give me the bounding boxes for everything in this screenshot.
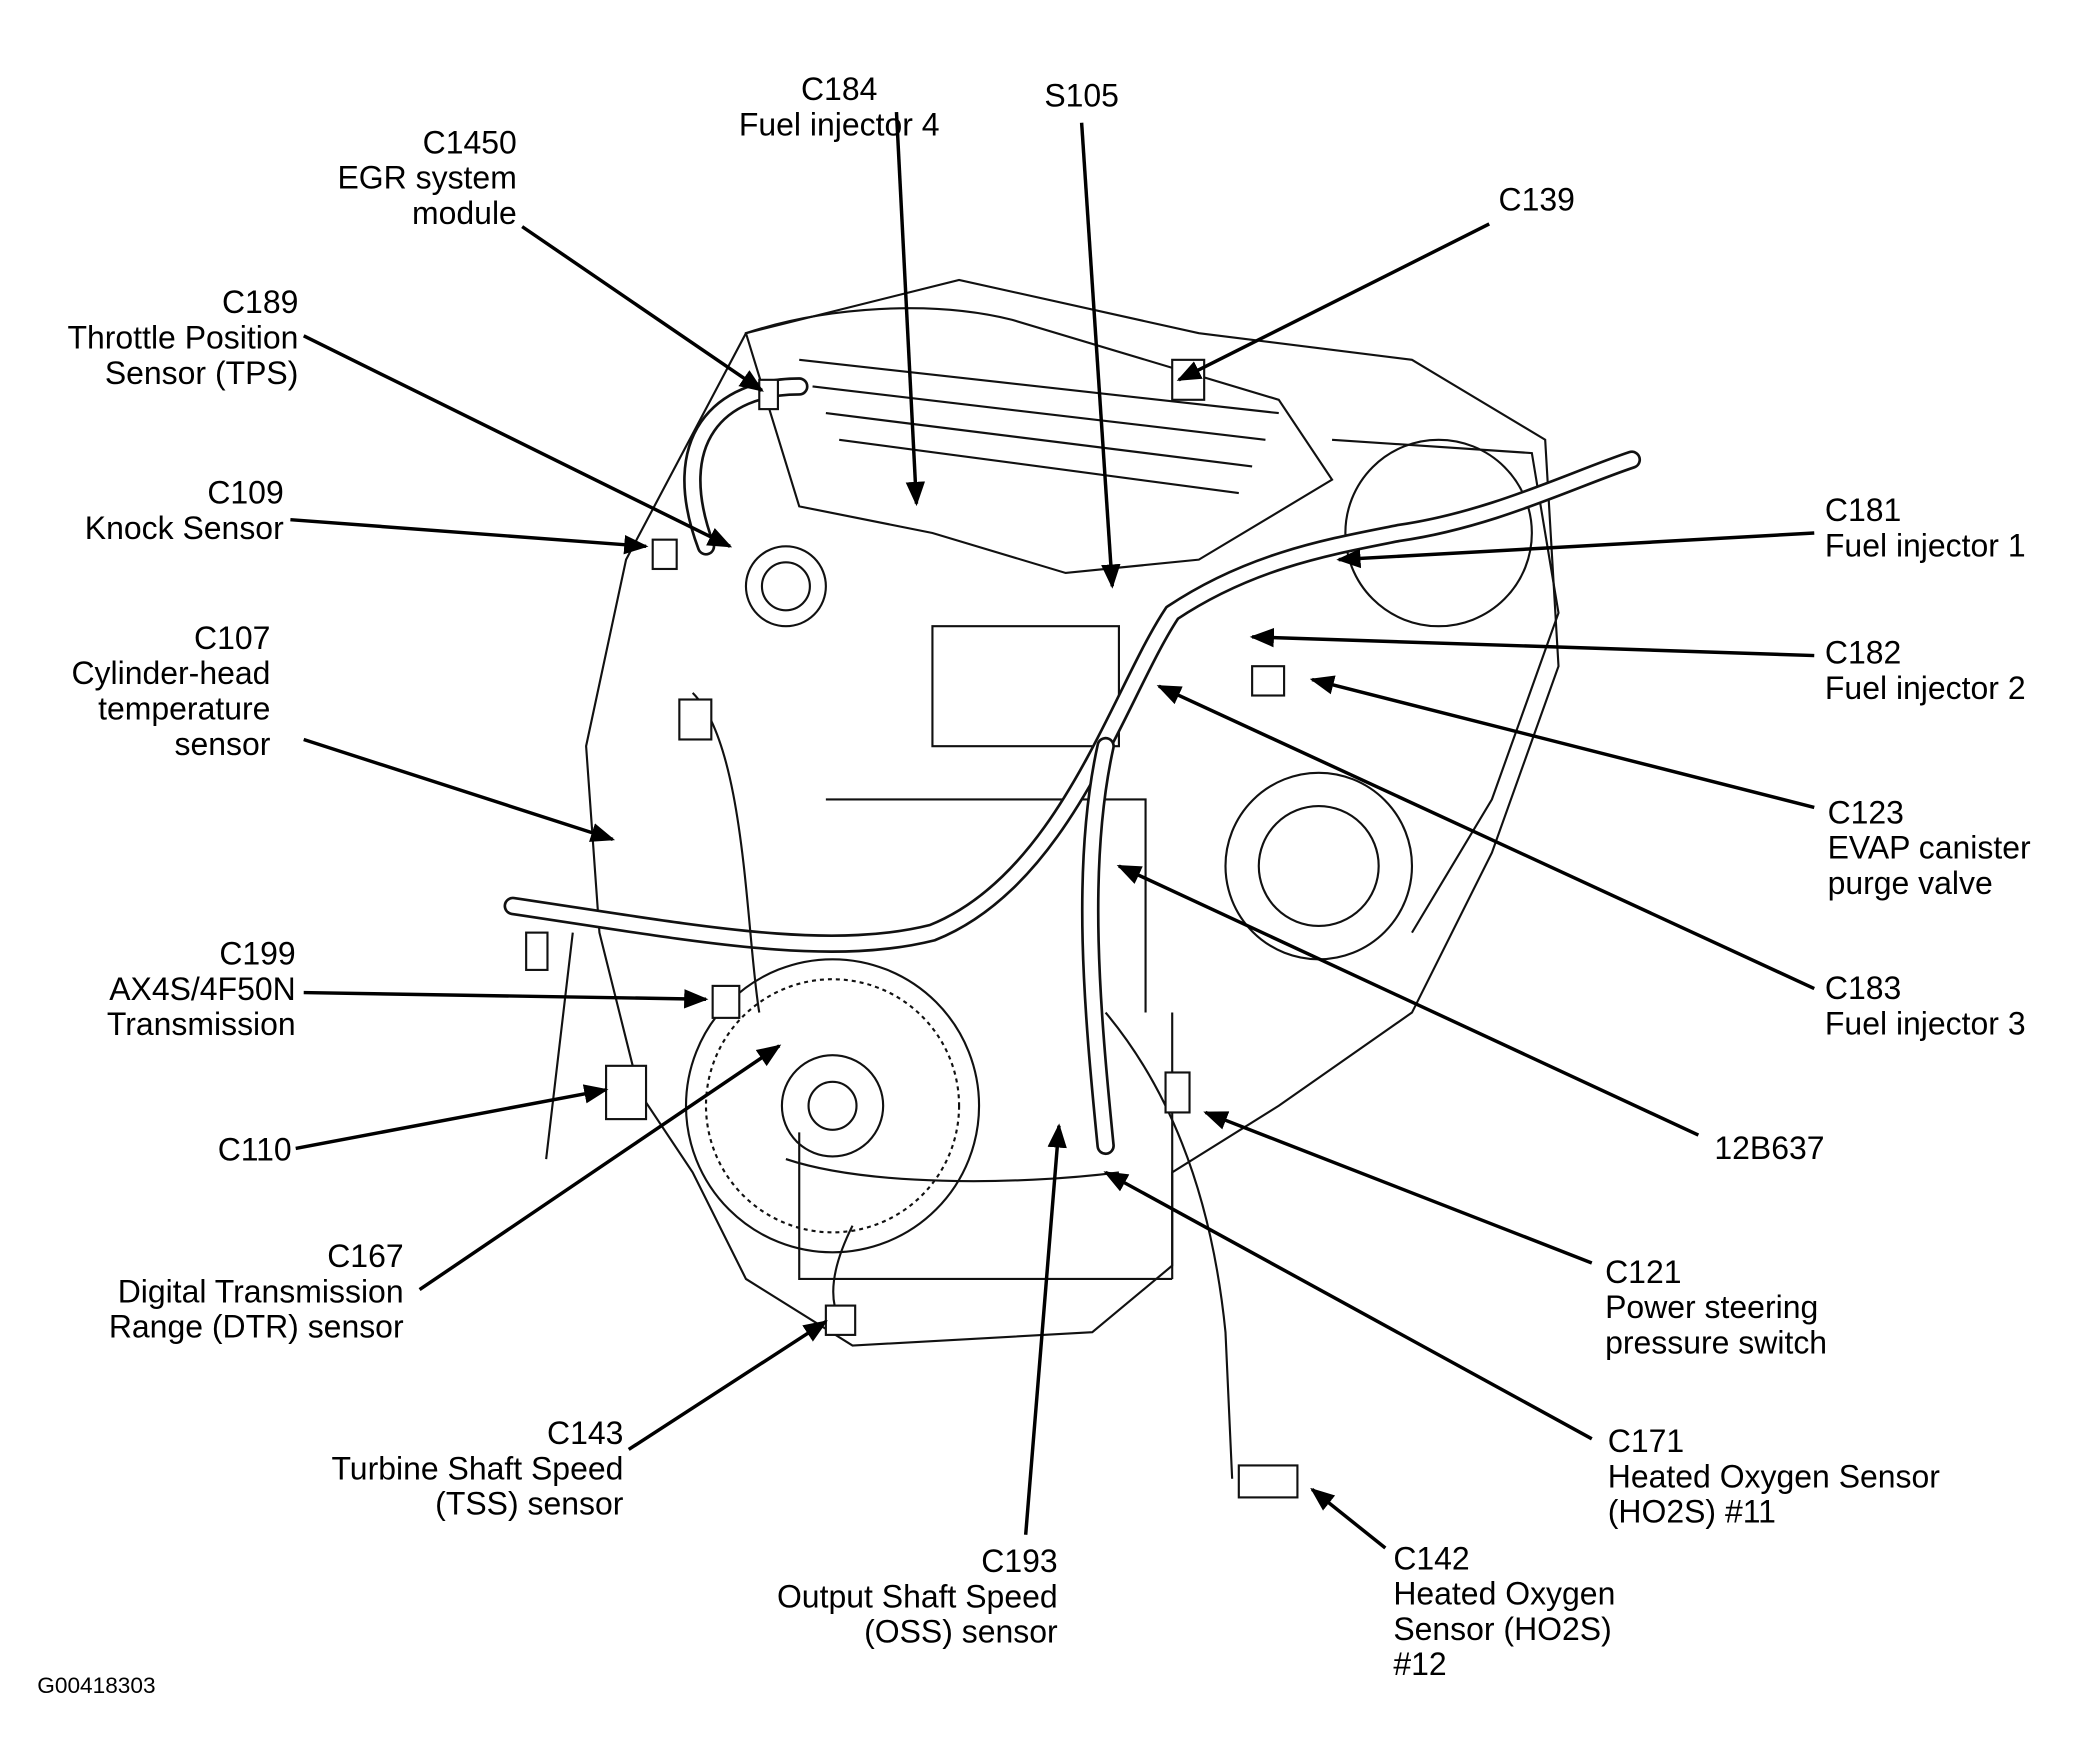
connector-description: EGR system bbox=[338, 160, 517, 196]
connector-description: Fuel injector 3 bbox=[1825, 1006, 2026, 1042]
connector-description: Heated Oxygen bbox=[1393, 1576, 1615, 1612]
connector-id: 12B637 bbox=[1714, 1130, 1824, 1166]
connector-description: module bbox=[412, 195, 517, 231]
connector-description: (HO2S) #11 bbox=[1608, 1494, 1776, 1530]
leader-arrow-c109 bbox=[290, 517, 649, 555]
connector-id: C182 bbox=[1825, 635, 1901, 671]
connector-id: C110 bbox=[218, 1131, 292, 1167]
connector-id: C142 bbox=[1393, 1540, 1469, 1576]
callout-c139: C139 bbox=[1499, 182, 1575, 218]
leader-arrow-c183 bbox=[1156, 684, 1815, 991]
connector-description: sensor bbox=[175, 726, 271, 762]
connector-id: C107 bbox=[194, 620, 270, 656]
connector-description: pressure switch bbox=[1605, 1325, 1827, 1361]
leader-lines bbox=[290, 111, 1815, 1550]
connector-id: C181 bbox=[1825, 492, 1901, 528]
leader-arrow-s105 bbox=[1079, 122, 1121, 589]
connector-id: C171 bbox=[1608, 1423, 1684, 1459]
connector-description: Range (DTR) sensor bbox=[109, 1309, 404, 1345]
leader-arrow-c181 bbox=[1336, 531, 1815, 569]
callout-c110: C110 bbox=[218, 1131, 292, 1167]
leader-arrow-c1450 bbox=[521, 225, 764, 392]
leader-arrow-c121 bbox=[1203, 1110, 1593, 1265]
connector-id: C139 bbox=[1499, 182, 1575, 218]
leader-arrow-c123 bbox=[1309, 675, 1815, 810]
leader-arrow-c110 bbox=[295, 1084, 609, 1151]
leader-arrow-c139 bbox=[1176, 222, 1491, 382]
leader-arrow-c199 bbox=[303, 989, 709, 1009]
connector-description: Fuel injector 4 bbox=[739, 106, 940, 142]
connector-description: EVAP canister bbox=[1828, 830, 2031, 866]
leader-arrow-c182 bbox=[1249, 627, 1815, 658]
connector-description: Fuel injector 2 bbox=[1825, 670, 2026, 706]
leader-arrow-12b637 bbox=[1116, 864, 1700, 1137]
connector-id: C199 bbox=[219, 936, 295, 972]
leader-arrow-c189 bbox=[302, 334, 733, 548]
connector-description: Output Shaft Speed bbox=[777, 1578, 1058, 1614]
connector-description: AX4S/4F50N bbox=[109, 971, 296, 1007]
connector-description: Throttle Position bbox=[67, 320, 298, 356]
leader-arrow-c184 bbox=[894, 111, 926, 507]
figure-id: G00418303 bbox=[37, 1673, 155, 1698]
engine-illustration bbox=[503, 278, 1642, 1499]
connector-id: C193 bbox=[981, 1543, 1057, 1579]
connector-description: (TSS) sensor bbox=[435, 1486, 624, 1522]
connector-id: C189 bbox=[222, 284, 298, 320]
connector-description: temperature bbox=[98, 690, 270, 726]
connector-description: Transmission bbox=[107, 1006, 296, 1042]
leader-arrow-c107 bbox=[303, 737, 616, 842]
leader-arrow-c142 bbox=[1310, 1487, 1387, 1550]
connector-description: (OSS) sensor bbox=[864, 1614, 1058, 1650]
connector-description: Power steering bbox=[1605, 1289, 1818, 1325]
connector-description: Sensor (HO2S) bbox=[1393, 1611, 1611, 1647]
connector-id: C167 bbox=[327, 1238, 403, 1274]
connector-description: Knock Sensor bbox=[85, 510, 284, 546]
connector-description: Heated Oxygen Sensor bbox=[1608, 1458, 1941, 1494]
connector-description: Fuel injector 1 bbox=[1825, 527, 2026, 563]
connector-id: C123 bbox=[1828, 794, 1904, 830]
connector-description: purge valve bbox=[1828, 865, 1993, 901]
connector-description: Sensor (TPS) bbox=[105, 355, 299, 391]
connector-id: C183 bbox=[1825, 970, 1901, 1006]
connector-id: S105 bbox=[1044, 78, 1119, 114]
connector-description: Digital Transmission bbox=[118, 1273, 404, 1309]
connector-description: Cylinder-head bbox=[71, 655, 270, 691]
leader-arrow-c171 bbox=[1103, 1170, 1593, 1441]
leader-arrow-c167 bbox=[418, 1044, 782, 1292]
connector-id: C184 bbox=[801, 71, 877, 107]
callout-12b637: 12B637 bbox=[1714, 1130, 1824, 1166]
connector-id: C121 bbox=[1605, 1254, 1681, 1290]
callout-s105: S105 bbox=[1044, 78, 1119, 114]
connector-description: #12 bbox=[1393, 1646, 1446, 1682]
connector-description: Turbine Shaft Speed bbox=[331, 1450, 623, 1486]
connector-id: C109 bbox=[207, 475, 283, 511]
connector-id: C143 bbox=[547, 1415, 623, 1451]
connector-id: C1450 bbox=[423, 124, 517, 160]
leader-arrow-c193 bbox=[1023, 1123, 1067, 1535]
leader-arrow-c143 bbox=[627, 1320, 828, 1451]
